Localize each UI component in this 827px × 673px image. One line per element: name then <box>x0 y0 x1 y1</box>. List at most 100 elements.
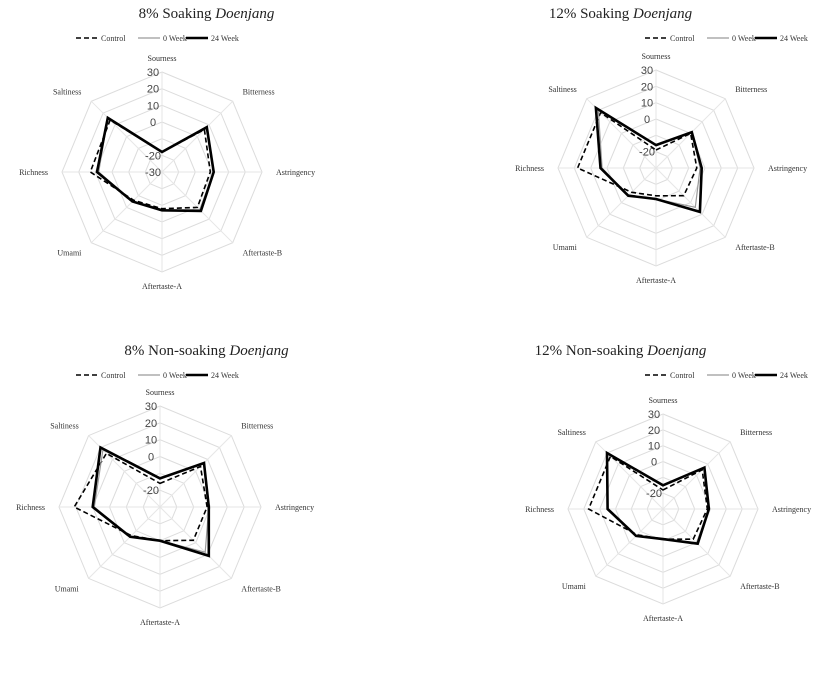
axis-label-sourness: Sourness <box>146 388 175 397</box>
axis-label-astringency: Astringency <box>768 164 807 173</box>
axis-label-umami: Umami <box>553 243 578 252</box>
legend-items: Control 0 Week 24 Week <box>76 371 239 380</box>
legend-label: Control <box>670 34 695 43</box>
axis-label-aftertaste-a: Aftertaste-A <box>140 618 180 627</box>
legend-label: 24 Week <box>211 371 239 380</box>
tick-label: -20 <box>639 147 655 159</box>
tick-label: 20 <box>648 425 660 437</box>
axis-label-bitterness: Bitterness <box>740 428 772 437</box>
radar-grid <box>61 71 263 273</box>
axis-label-saltiness: Saltiness <box>53 87 81 96</box>
grid-spoke <box>161 100 234 173</box>
tick-label: -20 <box>145 150 161 162</box>
axis-label-richness: Richness <box>16 503 45 512</box>
legend-items: Control 0 Week 24 Week <box>645 371 808 380</box>
tick-label: 30 <box>145 401 157 413</box>
legend-label: 24 Week <box>780 34 808 43</box>
tick-label: 30 <box>641 65 653 77</box>
chart-title-italic: Doenjang <box>647 343 707 359</box>
tick-label: -20 <box>143 485 159 497</box>
grid-spoke <box>159 435 232 508</box>
series-24-week <box>91 445 211 558</box>
chart-title: 8% Soaking Doenjang <box>0 6 413 23</box>
legend-label: Control <box>101 371 126 380</box>
chart-title-italic: Doenjang <box>633 6 693 22</box>
series-24-week <box>605 450 711 546</box>
tick-label: 0 <box>150 117 156 129</box>
axis-label-astringency: Astringency <box>276 168 315 177</box>
legend-label: 0 Week <box>163 371 187 380</box>
legend: 3020100-20SournessBitternessAstringencyA… <box>525 371 811 623</box>
chart-title-italic: Doenjang <box>215 6 275 22</box>
axis-label-richness: Richness <box>19 168 48 177</box>
grid-spoke <box>586 167 657 238</box>
radar-grid <box>58 405 262 609</box>
chart-title-italic: Doenjang <box>229 343 289 359</box>
legend-label: 0 Week <box>732 34 756 43</box>
tick-label: 0 <box>651 457 657 469</box>
tick-label: 20 <box>147 84 159 96</box>
grid-spoke <box>88 506 161 579</box>
axis-label-bitterness: Bitterness <box>241 422 273 431</box>
axis-label-aftertaste-a: Aftertaste-A <box>142 282 182 291</box>
tick-label: 0 <box>148 452 154 464</box>
radar-grid <box>567 413 759 605</box>
legend: 3020100-20SournessBitternessAstringencyA… <box>16 371 314 627</box>
chart-panel-1: 8% Soaking Doenjang 30 20 10 0 -20 -30 Sournes… <box>0 0 413 336</box>
axis-label-richness: Richness <box>525 505 554 514</box>
grid-spoke <box>90 171 163 244</box>
axis-label-aftertaste-b: Aftertaste-B <box>241 584 281 593</box>
axis-label-saltiness: Saltiness <box>557 428 585 437</box>
legend-label: 24 Week <box>211 34 239 43</box>
chart-title: 8% Non-soaking Doenjang <box>0 343 413 360</box>
legend: 30 20 10 0 -20 -30 SournessBitternessAstringen… <box>19 34 315 291</box>
axis-label-astringency: Astringency <box>772 505 811 514</box>
series-24-week <box>95 115 216 213</box>
axis-label-sourness: Sourness <box>148 54 177 63</box>
tick-label: -30 <box>145 167 161 179</box>
chart-title-text: 8% Non-soaking <box>124 343 226 359</box>
chart-title: 12% Soaking Doenjang <box>414 6 827 23</box>
axis-label-saltiness: Saltiness <box>50 422 78 431</box>
chart-title-text: 12% Soaking <box>548 6 630 22</box>
series-control <box>576 111 698 197</box>
tick-label: 0 <box>644 114 650 126</box>
legend-items: Control 0 Week 24 Week <box>645 34 808 43</box>
axis-label-bitterness: Bitterness <box>243 87 275 96</box>
axis-label-umami: Umami <box>55 584 80 593</box>
legend-label: Control <box>670 371 695 380</box>
grid-spoke <box>90 100 163 173</box>
tick-label: 30 <box>648 409 660 421</box>
axis-label-bitterness: Bitterness <box>735 85 767 94</box>
tick-label: 20 <box>145 418 157 430</box>
axis-label-aftertaste-b: Aftertaste-B <box>735 243 775 252</box>
axis-label-richness: Richness <box>515 164 544 173</box>
chart-title-text: 8% Soaking <box>138 6 212 22</box>
grid-spoke <box>655 167 726 238</box>
tick-label: -20 <box>646 488 662 500</box>
axis-label-umami: Umami <box>562 582 587 591</box>
grid-spoke <box>159 506 232 579</box>
legend-label: 0 Week <box>732 371 756 380</box>
axis-label-umami: Umami <box>57 249 82 258</box>
grid-spoke <box>662 441 731 510</box>
axis-label-sourness: Sourness <box>642 52 671 61</box>
legend-label: Control <box>101 34 126 43</box>
grid-spoke <box>595 508 664 577</box>
axis-label-aftertaste-a: Aftertaste-A <box>643 614 683 623</box>
legend-label: 24 Week <box>780 371 808 380</box>
tick-label: 30 <box>147 67 159 79</box>
tick-label: 10 <box>641 98 653 110</box>
tick-label: 10 <box>147 100 159 112</box>
legend: 3020100-20SournessBitternessAstringencyA… <box>515 34 808 285</box>
legend-label: 0 Week <box>163 34 187 43</box>
axis-label-sourness: Sourness <box>649 396 678 405</box>
axis-label-aftertaste-b: Aftertaste-B <box>243 249 283 258</box>
chart-title: 12% Non-soaking Doenjang <box>414 343 827 360</box>
radar-grid <box>557 69 755 267</box>
legend-items: Control 0 Week 24 Week <box>76 34 239 43</box>
series-24-week <box>594 105 704 214</box>
